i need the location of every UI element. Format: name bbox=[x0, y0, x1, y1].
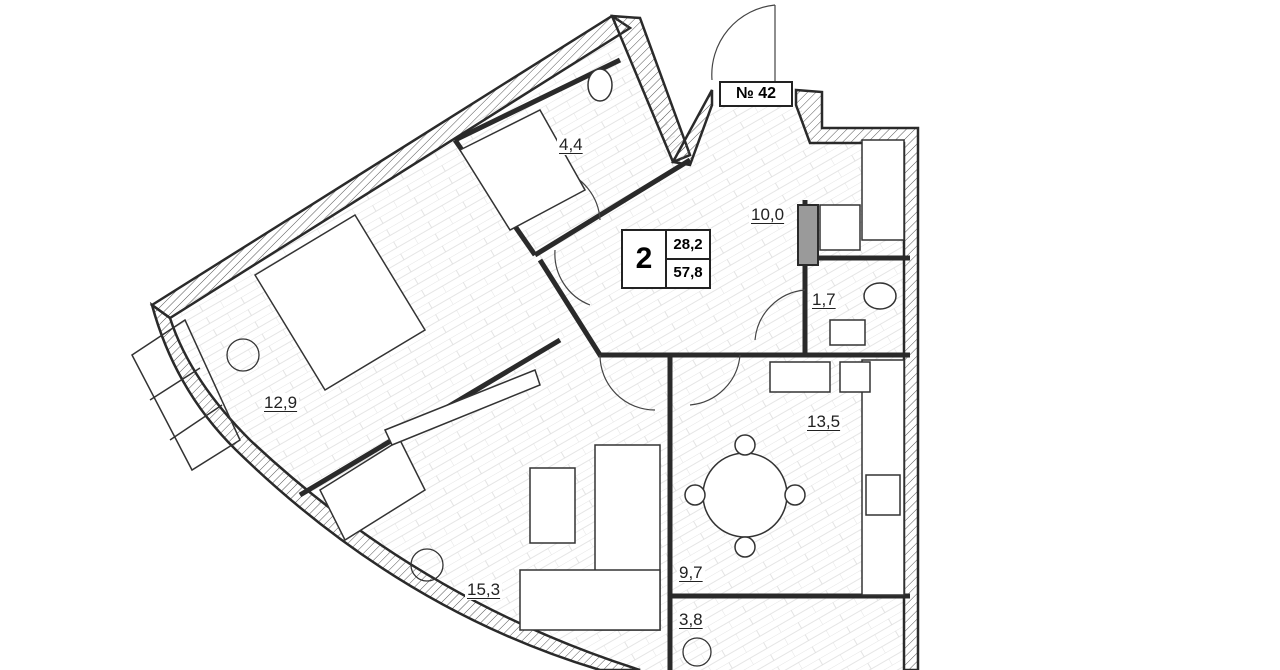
total-area: 57,8 bbox=[673, 264, 703, 281]
room-area-living: 15,3 bbox=[465, 580, 503, 600]
room-area-hall: 10,0 bbox=[749, 205, 787, 225]
desk bbox=[319, 438, 426, 542]
toilet-wc bbox=[863, 282, 897, 310]
column bbox=[797, 204, 819, 266]
room-count: 2 bbox=[623, 231, 667, 287]
sink-kitchen bbox=[839, 361, 871, 393]
room-area-kitchen: 13,5 bbox=[805, 412, 843, 432]
apartment-number: № 42 bbox=[719, 81, 793, 107]
apartment-summary: 2 28,2 57,8 bbox=[621, 229, 711, 289]
door-swings bbox=[554, 4, 806, 411]
bed bbox=[253, 213, 427, 392]
room-area-bedroom: 12,9 bbox=[262, 393, 300, 413]
sink-wc bbox=[829, 319, 866, 346]
balcony-left bbox=[131, 318, 241, 472]
dining-table bbox=[702, 452, 788, 538]
sofa-arm bbox=[519, 569, 661, 631]
stove bbox=[865, 474, 901, 516]
room-area-wc: 1,7 bbox=[810, 290, 838, 310]
room-area-corridor: 9,7 bbox=[677, 563, 705, 583]
room-area-bathroom: 4,4 bbox=[557, 135, 585, 155]
washer bbox=[819, 204, 861, 251]
living-area: 28,2 bbox=[667, 231, 709, 260]
tv-unit bbox=[383, 369, 541, 446]
plant-icons bbox=[226, 338, 712, 667]
furniture bbox=[253, 68, 905, 631]
bathtub bbox=[458, 109, 587, 231]
outer-walls bbox=[149, 14, 920, 670]
coffee-table bbox=[529, 467, 576, 544]
fridge bbox=[769, 361, 831, 393]
toilet-bath bbox=[587, 68, 613, 102]
room-area-balcony: 3,8 bbox=[677, 610, 705, 630]
wardrobe bbox=[861, 139, 905, 241]
